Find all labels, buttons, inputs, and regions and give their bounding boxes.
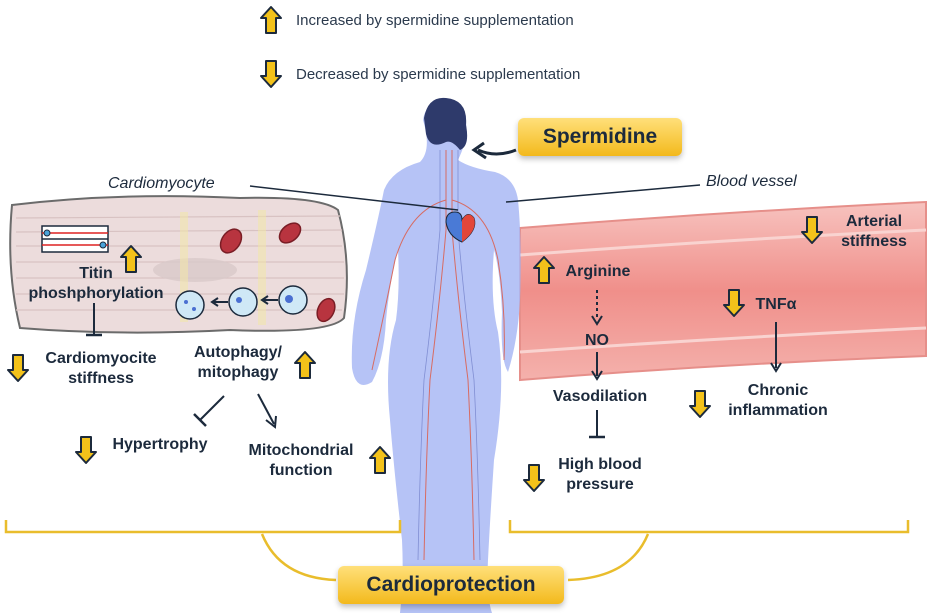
mitochondrial-function-label: Mitochondrial function <box>248 442 354 479</box>
blood-vessel-callout-line <box>505 184 701 203</box>
inflammation-down-arrow-icon <box>689 390 711 418</box>
cardiomyocyte-callout: Cardiomyocyte <box>108 175 215 192</box>
spermidine-label: Spermidine <box>518 118 682 156</box>
mito-function-up-arrow-icon <box>369 446 391 474</box>
arterial-stiffness-label: Arterial stiffness <box>841 213 907 250</box>
legend-down-arrow-icon <box>260 60 282 88</box>
human-body <box>351 97 521 613</box>
stiffness-down-arrow-icon <box>7 354 29 382</box>
autophagy-up-arrow-icon <box>294 351 316 379</box>
spermidine-to-head-arrow <box>477 148 517 156</box>
blood-vessel-callout: Blood vessel <box>706 173 797 190</box>
left-bracket-connector <box>260 533 337 582</box>
heart-icon <box>445 211 476 243</box>
right-bracket-connector <box>567 533 650 582</box>
cardiomyocyte-stiffness-label: Cardiomyocite stiffness <box>45 350 157 387</box>
mitochondria-icons <box>219 222 336 323</box>
right-bracket <box>508 520 910 534</box>
spermidine-arrowhead <box>471 141 487 160</box>
mito-arrowhead <box>265 415 277 429</box>
high-blood-pressure-label: High blood pressure <box>558 456 642 493</box>
titin-phosphorylation-label: Titin phoshphorylation <box>28 265 164 302</box>
cardiomyocyte-callout-line <box>249 185 459 211</box>
autophagy-to-mito-line <box>257 393 275 425</box>
tnf-alpha-label: TNFα <box>755 296 797 313</box>
hypertrophy-inhibit-bar <box>193 413 207 427</box>
legend-increased-text: Increased by spermidine supplementation <box>296 12 574 29</box>
vasodilation-arrowhead <box>591 370 603 381</box>
hypertrophy-label: Hypertrophy <box>112 436 208 453</box>
autophagy-inhibits-hypertrophy-line <box>199 395 225 421</box>
vasodilation-label: Vasodilation <box>552 388 648 405</box>
sarcomere-icon <box>41 225 109 253</box>
cardioprotection-label: Cardioprotection <box>338 566 564 604</box>
hbp-down-arrow-icon <box>523 464 545 492</box>
blood-vessel <box>519 200 927 382</box>
left-bracket <box>4 520 402 534</box>
legend-decreased-text: Decreased by spermidine supplementation <box>296 66 581 83</box>
hypertrophy-down-arrow-icon <box>75 436 97 464</box>
arginine-label: Arginine <box>565 263 631 280</box>
nitric-oxide-label: NO <box>585 332 609 349</box>
no-arrowhead <box>591 315 603 326</box>
legend-up-arrow-icon <box>260 6 282 34</box>
autophagosome-icons <box>175 285 308 320</box>
chronic-inflammation-label: Chronic inflammation <box>728 382 828 419</box>
autophagy-mitophagy-label: Autophagy/ mitophagy <box>194 344 282 381</box>
inflammation-arrowhead <box>770 362 782 373</box>
